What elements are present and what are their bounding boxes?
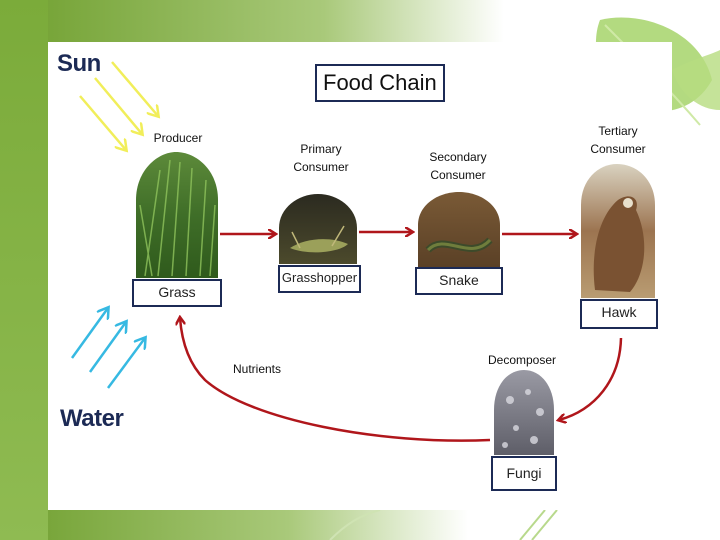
role-primary-line-1: Primary [276,140,366,158]
water-label: Water [60,405,123,433]
grass-image [136,152,218,278]
role-decomposer-line-1: Decomposer [477,351,567,369]
role-secondary-line-2: Consumer [413,166,503,184]
arrow-fungi-to-grass [180,318,490,441]
role-decomposer: Decomposer [477,351,567,369]
page-title: Food Chain [315,64,445,102]
name-box-fungi: Fungi [491,456,557,491]
name-box-hawk: Hawk [580,299,658,329]
hawk-image [581,164,655,298]
role-tertiary-line-1: Tertiary [573,122,663,140]
role-producer: Producer [133,129,223,147]
role-secondary-line-1: Secondary [413,148,503,166]
sun-label: Sun [57,50,101,78]
fungi-image [494,370,554,455]
name-box-grasshopper: Grasshopper [278,265,361,293]
grasshopper-image [279,194,357,264]
role-tertiary-line-2: Consumer [573,140,663,158]
arrow-hawk-to-fungi [559,338,621,420]
role-primary-line-2: Consumer [276,158,366,176]
snake-image [418,192,500,268]
role-tertiary-consumer: Tertiary Consumer [573,122,663,158]
nutrients-label: Nutrients [233,362,281,376]
water-rays-icon [72,308,145,388]
name-box-grass: Grass [132,279,222,307]
role-secondary-consumer: Secondary Consumer [413,148,503,184]
role-producer-line-1: Producer [133,129,223,147]
name-box-snake: Snake [415,267,503,295]
role-primary-consumer: Primary Consumer [276,140,366,176]
